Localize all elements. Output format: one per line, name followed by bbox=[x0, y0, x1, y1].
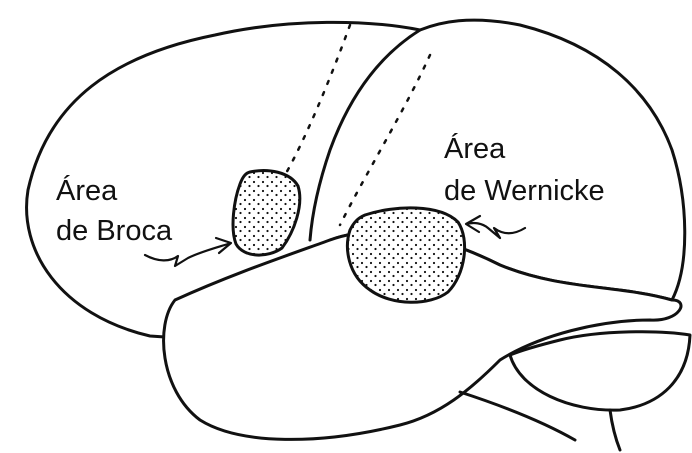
wernicke-label-line2: de Wernicke bbox=[444, 175, 605, 207]
broca-label-line2: de Broca bbox=[56, 215, 173, 247]
broca-label-line1: Área bbox=[56, 174, 118, 207]
wernicke-label-line1: Área bbox=[444, 132, 506, 165]
cerebellum bbox=[510, 332, 690, 410]
